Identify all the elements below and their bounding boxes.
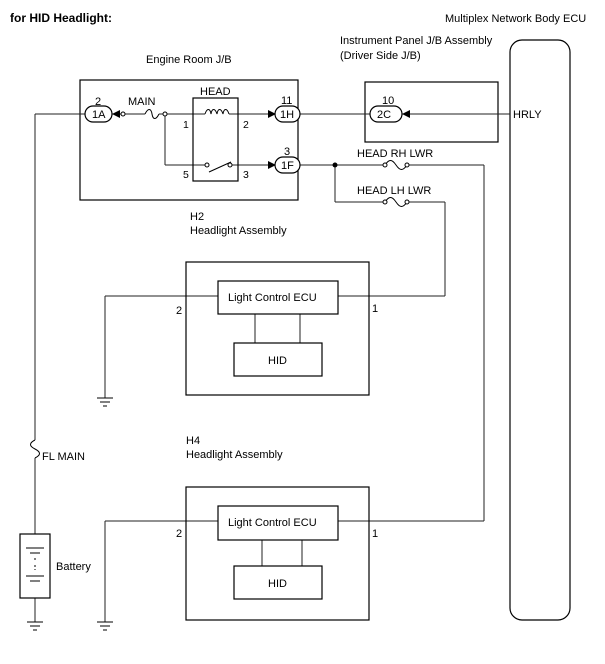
main-fuse-left-terminal — [120, 111, 126, 117]
h2-label: Headlight Assembly — [190, 225, 287, 237]
h2-hid — [233, 342, 323, 377]
h4-pin-right: 1 — [372, 528, 378, 540]
h4-light-control-ecu — [217, 505, 339, 541]
connector-1h-name: 1H — [280, 109, 294, 121]
h2-hid-label: HID — [268, 355, 287, 367]
ip-jb-label-line2: (Driver Side J/B) — [340, 50, 421, 62]
h2-pin-right: 1 — [372, 303, 378, 315]
connector-2c-name: 2C — [377, 109, 391, 121]
ip-jb-box — [364, 81, 499, 143]
h4-pin-left: 2 — [176, 528, 182, 540]
fuse-lh-left-terminal — [382, 199, 388, 205]
h4-hid-label: HID — [268, 578, 287, 590]
connector-1h-pin: 11 — [281, 95, 292, 107]
engine-jb-box — [79, 79, 299, 201]
connector-1h-arrow-icon — [268, 110, 276, 118]
relay-pin-5: 5 — [183, 169, 189, 181]
connector-1h — [274, 105, 301, 123]
fuse-rh-label: HEAD RH LWR — [357, 148, 433, 160]
relay-pin-3: 3 — [243, 169, 249, 181]
h4-code: H4 — [186, 435, 200, 447]
connector-1a-name: 1A — [92, 109, 106, 121]
multiplex-ecu-box — [509, 39, 571, 621]
fuse-rh-right-terminal — [404, 162, 410, 168]
fl-main-fuse-icon — [30, 439, 40, 459]
engine-jb-label: Engine Room J/B — [146, 54, 232, 66]
connector-2c-pin: 10 — [382, 95, 394, 107]
main-fuse-icon — [144, 109, 160, 119]
battery-box — [19, 533, 51, 599]
fuse-lh-icon — [384, 197, 408, 207]
ground-h4-icon — [97, 621, 113, 631]
relay-pin-1: 1 — [183, 119, 189, 131]
connector-1f-name: 1F — [281, 160, 294, 172]
wires — [34, 113, 510, 622]
fl-main-label: FL MAIN — [42, 451, 85, 463]
relay-pin-2: 2 — [243, 119, 249, 131]
ground-h2-icon — [97, 397, 113, 407]
connector-1f — [274, 156, 301, 174]
head-relay-box — [192, 97, 239, 182]
splice-point — [332, 162, 338, 168]
fuse-lh-label: HEAD LH LWR — [357, 185, 431, 197]
h2-ecu-label: Light Control ECU — [228, 292, 317, 304]
diagram-title: for HID Headlight: — [10, 11, 112, 25]
h4-hid — [233, 565, 323, 600]
h2-assembly-box — [185, 261, 370, 396]
h4-assembly-box — [185, 486, 370, 621]
battery-label: Battery — [56, 561, 91, 573]
fuse-lh-right-terminal — [404, 199, 410, 205]
relay-switch-icon — [208, 161, 232, 173]
battery-cells-icon — [26, 547, 44, 582]
connector-1a-arrow-icon — [112, 110, 120, 118]
hrly-terminal-label: HRLY — [513, 109, 542, 121]
fuse-rh-left-terminal — [382, 162, 388, 168]
head-relay-label: HEAD — [200, 86, 231, 98]
ip-jb-label-line1: Instrument Panel J/B Assembly — [340, 35, 493, 47]
ground-battery-icon — [27, 621, 43, 631]
ecu-label: Multiplex Network Body ECU — [445, 13, 586, 25]
h4-label: Headlight Assembly — [186, 449, 283, 461]
h2-pin-left: 2 — [176, 305, 182, 317]
main-fuse-right-terminal — [162, 111, 168, 117]
relay-switch-contact-left — [204, 162, 210, 168]
hrly-arrow-icon — [402, 110, 410, 118]
h2-code: H2 — [190, 211, 204, 223]
fuse-rh-icon — [384, 160, 408, 170]
connector-1f-pin: 3 — [284, 146, 290, 158]
h2-light-control-ecu — [217, 280, 339, 315]
connector-1a-pin: 2 — [95, 96, 101, 108]
connector-1f-arrow-icon — [268, 161, 276, 169]
h4-ecu-label: Light Control ECU — [228, 517, 317, 529]
relay-coil-icon — [204, 109, 230, 115]
main-fuse-label: MAIN — [128, 96, 156, 108]
